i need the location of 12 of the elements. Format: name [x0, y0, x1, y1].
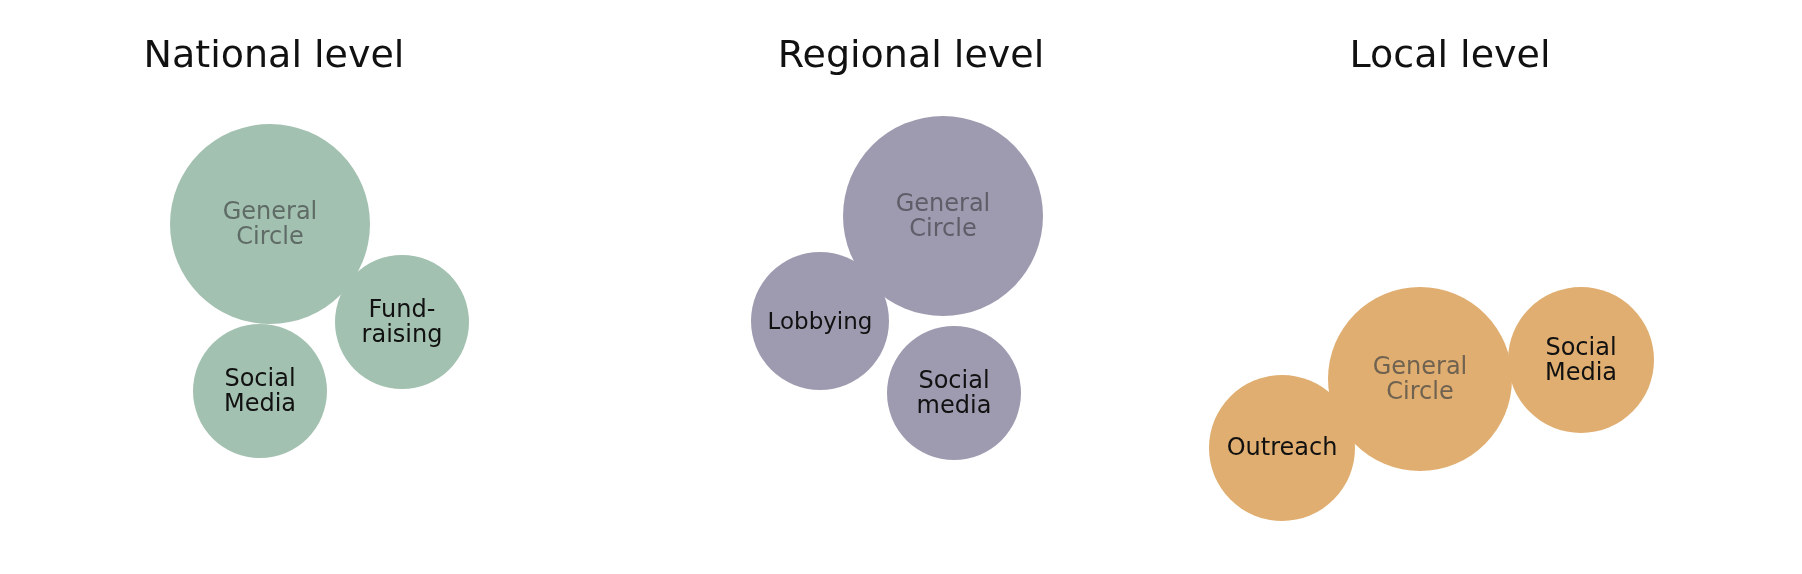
- level-heading: National level: [143, 32, 405, 76]
- circle-label: General Circle: [221, 198, 319, 250]
- circle-label: Social media: [915, 367, 993, 419]
- circle-label: Outreach: [1226, 435, 1338, 461]
- circle-label: Social Media: [1543, 334, 1619, 386]
- circle-label: General Circle: [894, 190, 992, 242]
- level-heading: Local level: [1349, 32, 1551, 76]
- circle-label: Lobbying: [767, 308, 873, 334]
- circle-label: Fund-raising: [360, 296, 444, 348]
- circle-label: Social Media: [222, 365, 298, 417]
- level-heading: Regional level: [777, 32, 1045, 76]
- circle-label: General Circle: [1371, 353, 1469, 405]
